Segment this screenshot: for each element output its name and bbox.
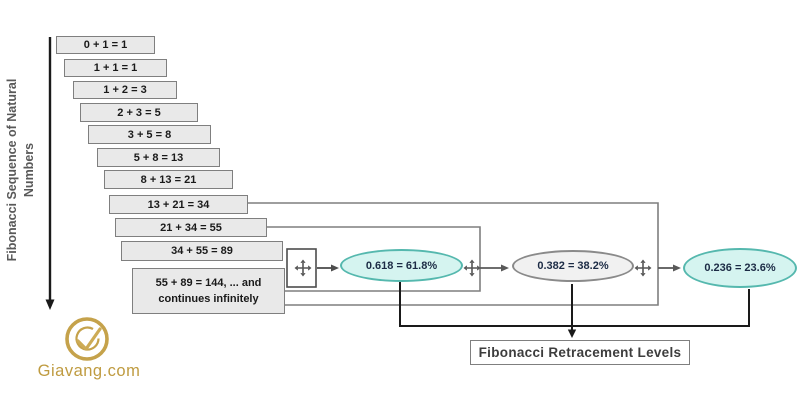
outer-loop-connector (248, 202, 659, 306)
sequence-box-9: 21 + 34 = 55 (115, 218, 267, 237)
sequence-box-label: 5 + 8 = 13 (133, 151, 184, 164)
sequence-box-label: 55 + 89 = 144, ... and (155, 277, 262, 289)
retracement-ellipse-382: 0.382 = 38.2% (512, 250, 634, 282)
result-box: Fibonacci Retracement Levels (470, 340, 690, 365)
sequence-box-label: continues infinitely (158, 293, 259, 305)
sequence-box-3: 1 + 2 = 3 (73, 81, 177, 99)
sequence-box-6: 5 + 8 = 13 (97, 148, 220, 167)
sequence-box-5: 3 + 5 = 8 (88, 125, 211, 144)
axis-label-line2: Numbers (22, 142, 36, 198)
down-arrow-icon (45, 37, 55, 310)
sequence-box-label: 8 + 13 = 21 (140, 173, 197, 186)
ellipse-label: 0.618 = 61.8% (365, 259, 438, 272)
move-icon (294, 259, 312, 277)
sequence-box-label: 13 + 21 = 34 (147, 198, 210, 211)
sequence-box-label: 1 + 2 = 3 (103, 84, 147, 96)
retracement-ellipse-236: 0.236 = 23.6% (683, 248, 797, 288)
sequence-box-label: 34 + 55 = 89 (171, 245, 233, 257)
axis-label-line1: Fibonacci Sequence of Natural (5, 78, 19, 262)
collector-connector (399, 282, 750, 327)
sequence-box-7: 8 + 13 = 21 (104, 170, 233, 189)
right-arrow-icon (317, 264, 339, 272)
ellipse-label: 0.236 = 23.6% (704, 262, 776, 274)
retracement-ellipse-618: 0.618 = 61.8% (340, 249, 463, 282)
logo-text: Giavang.com (37, 362, 141, 380)
sequence-box-label: 3 + 5 = 8 (127, 128, 172, 141)
move-icon (634, 259, 652, 277)
sequence-box-11: 55 + 89 = 144, ... and continues infinit… (132, 268, 285, 314)
result-box-label: Fibonacci Retracement Levels (478, 345, 682, 360)
sequence-box-label: 1 + 1 = 1 (93, 62, 138, 74)
junction-rect (286, 248, 317, 288)
ellipse-label: 0.382 = 38.2% (537, 260, 609, 272)
logo-icon (65, 317, 109, 361)
sequence-box-8: 13 + 21 = 34 (109, 195, 248, 214)
sequence-box-2: 1 + 1 = 1 (64, 59, 167, 77)
down-arrow-icon (567, 284, 577, 338)
sequence-box-1: 0 + 1 = 1 (56, 36, 155, 54)
sequence-box-10: 34 + 55 = 89 (121, 241, 283, 261)
sequence-box-4: 2 + 3 = 5 (80, 103, 198, 122)
inner-loop-connector (267, 226, 481, 292)
right-arrow-icon (480, 264, 509, 272)
move-icon (463, 259, 481, 277)
right-arrow-icon (658, 264, 681, 272)
sequence-box-label: 21 + 34 = 55 (160, 221, 222, 234)
sequence-box-label: 0 + 1 = 1 (83, 39, 128, 51)
sequence-axis-label: Fibonacci Sequence of Natural Numbers (4, 79, 38, 262)
sequence-box-label: 2 + 3 = 5 (117, 106, 161, 119)
